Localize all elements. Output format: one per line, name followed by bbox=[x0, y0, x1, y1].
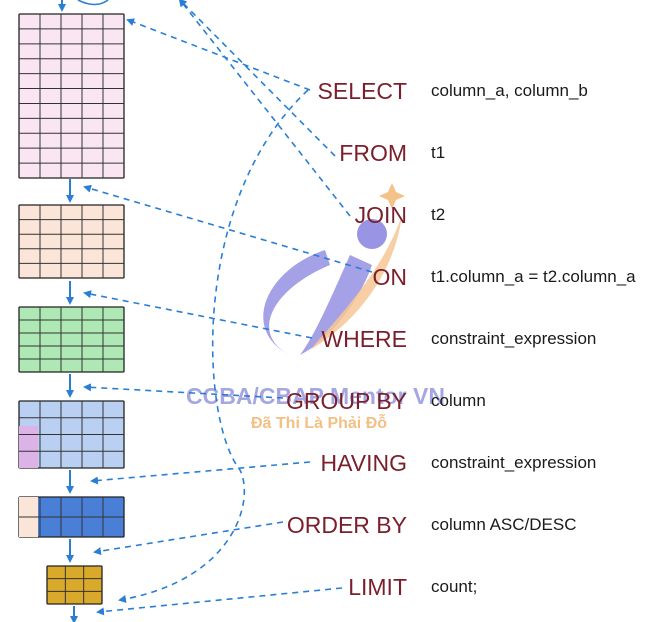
result-table-where bbox=[18, 306, 125, 373]
connector-select-top bbox=[126, 18, 311, 91]
flow-curve-top bbox=[77, 0, 109, 6]
keyword-join: JOIN bbox=[354, 202, 407, 228]
argument-order-by: column ASC/DESC bbox=[431, 515, 577, 534]
keyword-limit: LIMIT bbox=[348, 574, 407, 600]
keyword-from: FROM bbox=[339, 140, 407, 166]
argument-join: t2 bbox=[431, 205, 446, 224]
keyword-having: HAVING bbox=[320, 450, 407, 476]
connector-join bbox=[178, 0, 351, 217]
argument-from: t1 bbox=[431, 143, 446, 162]
argument-having: constraint_expression bbox=[431, 453, 597, 472]
keyword-order-by: ORDER BY bbox=[286, 512, 407, 538]
connector-select-curve bbox=[118, 89, 309, 603]
argument-where: constraint_expression bbox=[431, 329, 597, 348]
argument-on: t1.column_a = t2.column_a bbox=[431, 267, 636, 286]
result-table-from bbox=[18, 13, 125, 179]
connector-having bbox=[90, 461, 311, 485]
connector-where bbox=[83, 290, 313, 339]
result-table-join bbox=[18, 204, 125, 279]
connector-limit bbox=[96, 587, 343, 616]
argument-limit: count; bbox=[431, 577, 478, 596]
argument-select: column_a, column_b bbox=[431, 81, 588, 100]
result-table-order-by bbox=[46, 565, 103, 605]
keyword-where: WHERE bbox=[321, 326, 407, 352]
watermark-logo-icon bbox=[263, 183, 405, 355]
watermark-title: CCBA/CBAP Mentor VN bbox=[186, 383, 445, 409]
result-table-having bbox=[18, 496, 125, 538]
connector-group-by bbox=[83, 383, 284, 399]
connector-order-by bbox=[93, 521, 284, 556]
connector-from bbox=[178, 0, 336, 157]
keyword-group-by: GROUP BY bbox=[286, 388, 407, 414]
result-table-group-by bbox=[18, 400, 125, 469]
keyword-select: SELECT bbox=[317, 78, 407, 104]
watermark-subtitle: Đã Thi Là Phải Đỗ bbox=[251, 415, 388, 432]
keyword-on: ON bbox=[372, 264, 408, 290]
connector-on bbox=[83, 184, 373, 273]
argument-group-by: column bbox=[431, 391, 486, 410]
